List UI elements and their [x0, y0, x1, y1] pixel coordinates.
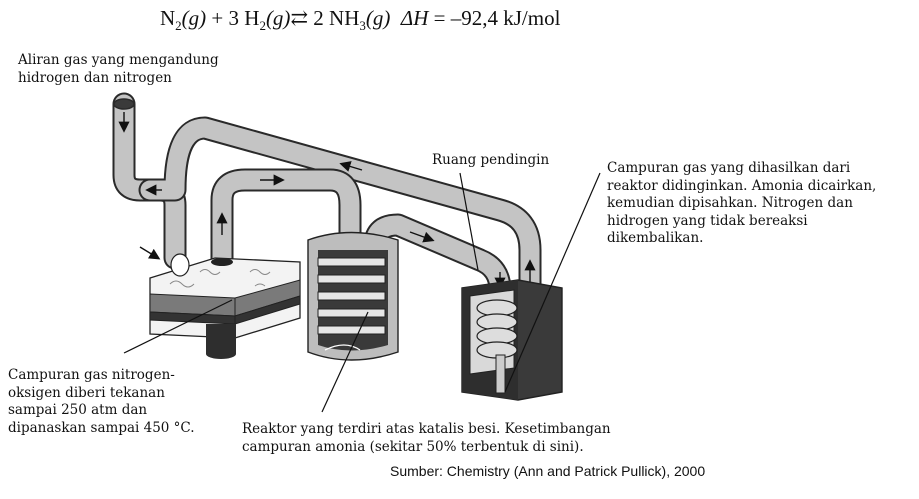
delta-h-symbol: ΔH [400, 6, 429, 30]
h2-subscript: 2 [259, 18, 266, 34]
source-caption: Sumber: Chemistry (Ann and Patrick Pulli… [390, 463, 706, 479]
leader-lines [123, 172, 601, 413]
nh3-subscript: 3 [359, 18, 366, 34]
cooler-label: Ruang pendingin [432, 152, 550, 168]
equilibrium-arrow: ⇄ [290, 6, 309, 30]
nh3-term: 2 NH [308, 6, 360, 30]
n2-subscript: 2 [175, 18, 182, 34]
compressor-label: Campuran gas nitrogen- oksigen diberi te… [8, 367, 195, 436]
h2-term: + 3 H [206, 6, 260, 30]
inlet-gas-label: Aliran gas yang mengandung hidrogen dan … [18, 52, 219, 86]
reaction-equation: N2(g) + 3 H2(g)⇄ 2 NH3(g) ΔH = –92,4 kJ/… [160, 6, 560, 34]
cooler-unit [461, 279, 563, 401]
enthalpy-value: = –92,4 kJ/mol [428, 6, 561, 30]
n2-state: (g) [181, 6, 207, 30]
nh3-state: (g) [365, 6, 391, 30]
n2-symbol: N [160, 6, 176, 30]
reactor-vessel [307, 231, 399, 361]
cooling-coil [476, 299, 518, 359]
catalyst-trays [317, 257, 386, 335]
compressor-unit [149, 253, 301, 359]
cooled-mixture-label: Campuran gas yang dihasilkan dari reakto… [607, 160, 877, 246]
h2-state: (g) [265, 6, 291, 30]
reactor-label: Reaktor yang terdiri atas katalis besi. … [242, 421, 611, 455]
